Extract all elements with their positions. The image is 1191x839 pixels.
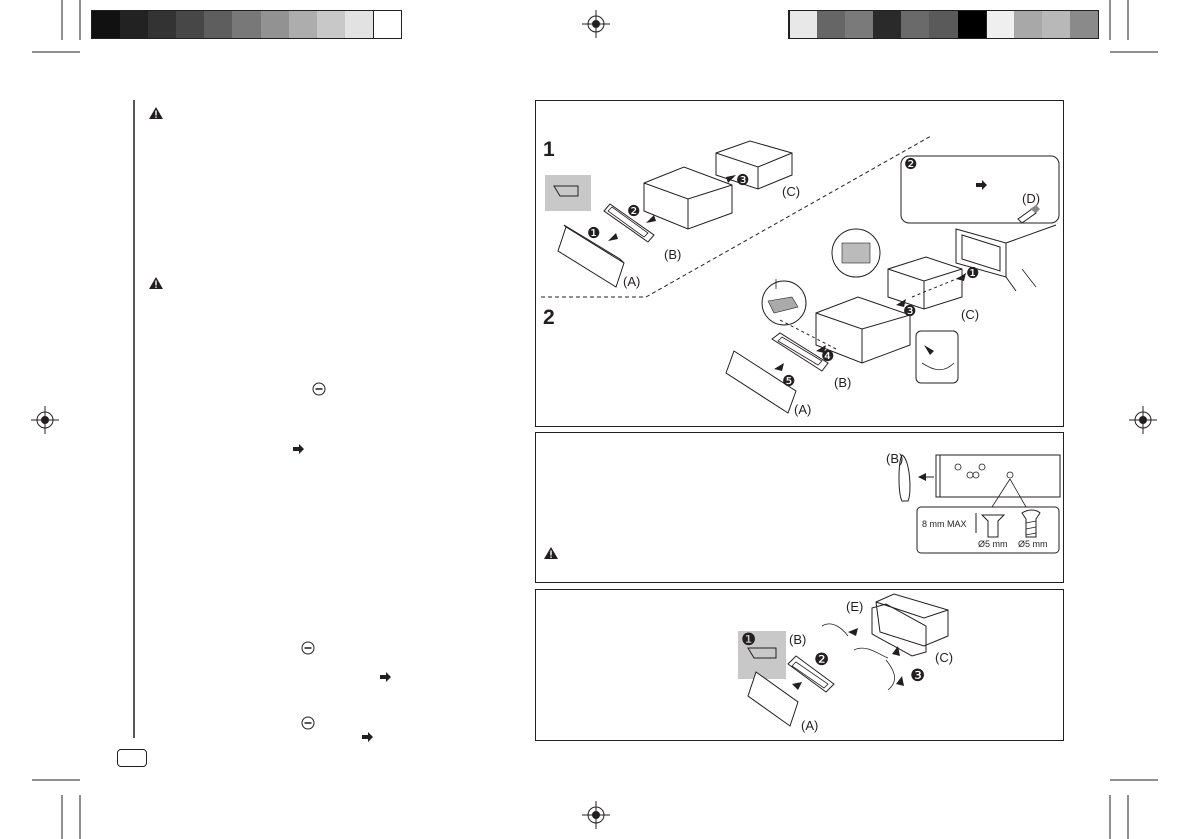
part-label-d: (D) xyxy=(1022,191,1041,206)
color-swatch xyxy=(372,11,401,38)
color-swatch xyxy=(845,11,874,38)
part-label-b: (B) xyxy=(789,632,807,647)
color-swatch xyxy=(344,11,373,38)
minus-circle-icon xyxy=(312,382,326,396)
minus-circle-icon xyxy=(301,716,315,730)
max-length-label: 8 mm MAX xyxy=(922,519,967,529)
color-swatch xyxy=(957,11,986,38)
warning-icon xyxy=(149,107,163,119)
registration-mark-right xyxy=(1129,406,1157,434)
color-swatch xyxy=(901,11,930,38)
warning-icon xyxy=(544,547,558,559)
arrow-right-icon xyxy=(293,444,304,454)
color-swatch xyxy=(288,11,317,38)
registration-mark-left xyxy=(31,406,59,434)
step-2-number: 2 xyxy=(543,306,555,329)
step-number-1: ❶ xyxy=(587,225,601,242)
step-1-number: 1 xyxy=(543,138,555,161)
removal-diagram-panel: ❶ ❷ ❸ (E) (B) (C) (A) xyxy=(535,589,1064,741)
color-swatch xyxy=(1013,11,1042,38)
screw-installation-panel: (B) 8 mm MAX Ø5 mm Ø5 mm xyxy=(535,432,1064,583)
minus-circle-icon xyxy=(301,641,315,655)
color-swatch xyxy=(148,11,177,38)
color-calibration-bar-left xyxy=(91,10,402,39)
page-number-box xyxy=(117,749,147,767)
step-number-1: ❶ xyxy=(966,265,980,282)
registration-mark-bottom xyxy=(582,801,610,829)
color-swatch xyxy=(92,11,121,38)
step-number-4: ❹ xyxy=(821,348,835,365)
color-swatch xyxy=(1041,11,1070,38)
color-swatch xyxy=(260,11,289,38)
color-swatch xyxy=(120,11,149,38)
part-label-b: (B) xyxy=(834,375,852,390)
color-swatch xyxy=(817,11,846,38)
installation-drawing xyxy=(541,135,1060,414)
color-swatch xyxy=(176,11,205,38)
color-swatch xyxy=(316,11,345,38)
step-number-3: ❸ xyxy=(910,666,926,685)
installation-diagram-panel: 1 2 xyxy=(535,100,1064,427)
color-swatch xyxy=(929,11,958,38)
warning-icon xyxy=(149,277,163,289)
part-label-e: (E) xyxy=(846,599,864,614)
part-label-b: (B) xyxy=(664,247,682,262)
color-swatch xyxy=(789,11,818,38)
color-calibration-bar-right xyxy=(788,10,1099,39)
part-label-c: (C) xyxy=(935,650,954,665)
part-label-a: (A) xyxy=(794,402,812,417)
step-number-5: ❺ xyxy=(782,373,796,390)
arrow-right-icon xyxy=(362,732,373,742)
step-number-3: ❸ xyxy=(903,303,917,320)
color-swatch xyxy=(204,11,233,38)
part-label-b: (B) xyxy=(886,451,904,466)
arrow-right-icon xyxy=(380,672,391,682)
color-swatch xyxy=(232,11,261,38)
step-number-1: ❶ xyxy=(741,630,757,649)
screw-drawing xyxy=(898,454,1061,554)
removal-drawing xyxy=(738,593,949,727)
step-number-3: ❸ xyxy=(736,172,750,189)
diameter-label-2: Ø5 mm xyxy=(1018,539,1048,549)
color-swatch xyxy=(985,11,1014,38)
diameter-label-1: Ø5 mm xyxy=(978,539,1008,549)
callout-step-number: ❷ xyxy=(904,156,918,173)
step-number-2: ❷ xyxy=(627,203,641,220)
part-label-c: (C) xyxy=(782,184,801,199)
part-label-c: (C) xyxy=(961,307,980,322)
color-swatch xyxy=(1069,11,1098,38)
part-label-a: (A) xyxy=(801,718,819,733)
step-number-2: ❷ xyxy=(814,650,830,669)
color-swatch xyxy=(873,11,902,38)
registration-mark-top xyxy=(582,10,610,38)
part-label-a: (A) xyxy=(623,274,641,289)
